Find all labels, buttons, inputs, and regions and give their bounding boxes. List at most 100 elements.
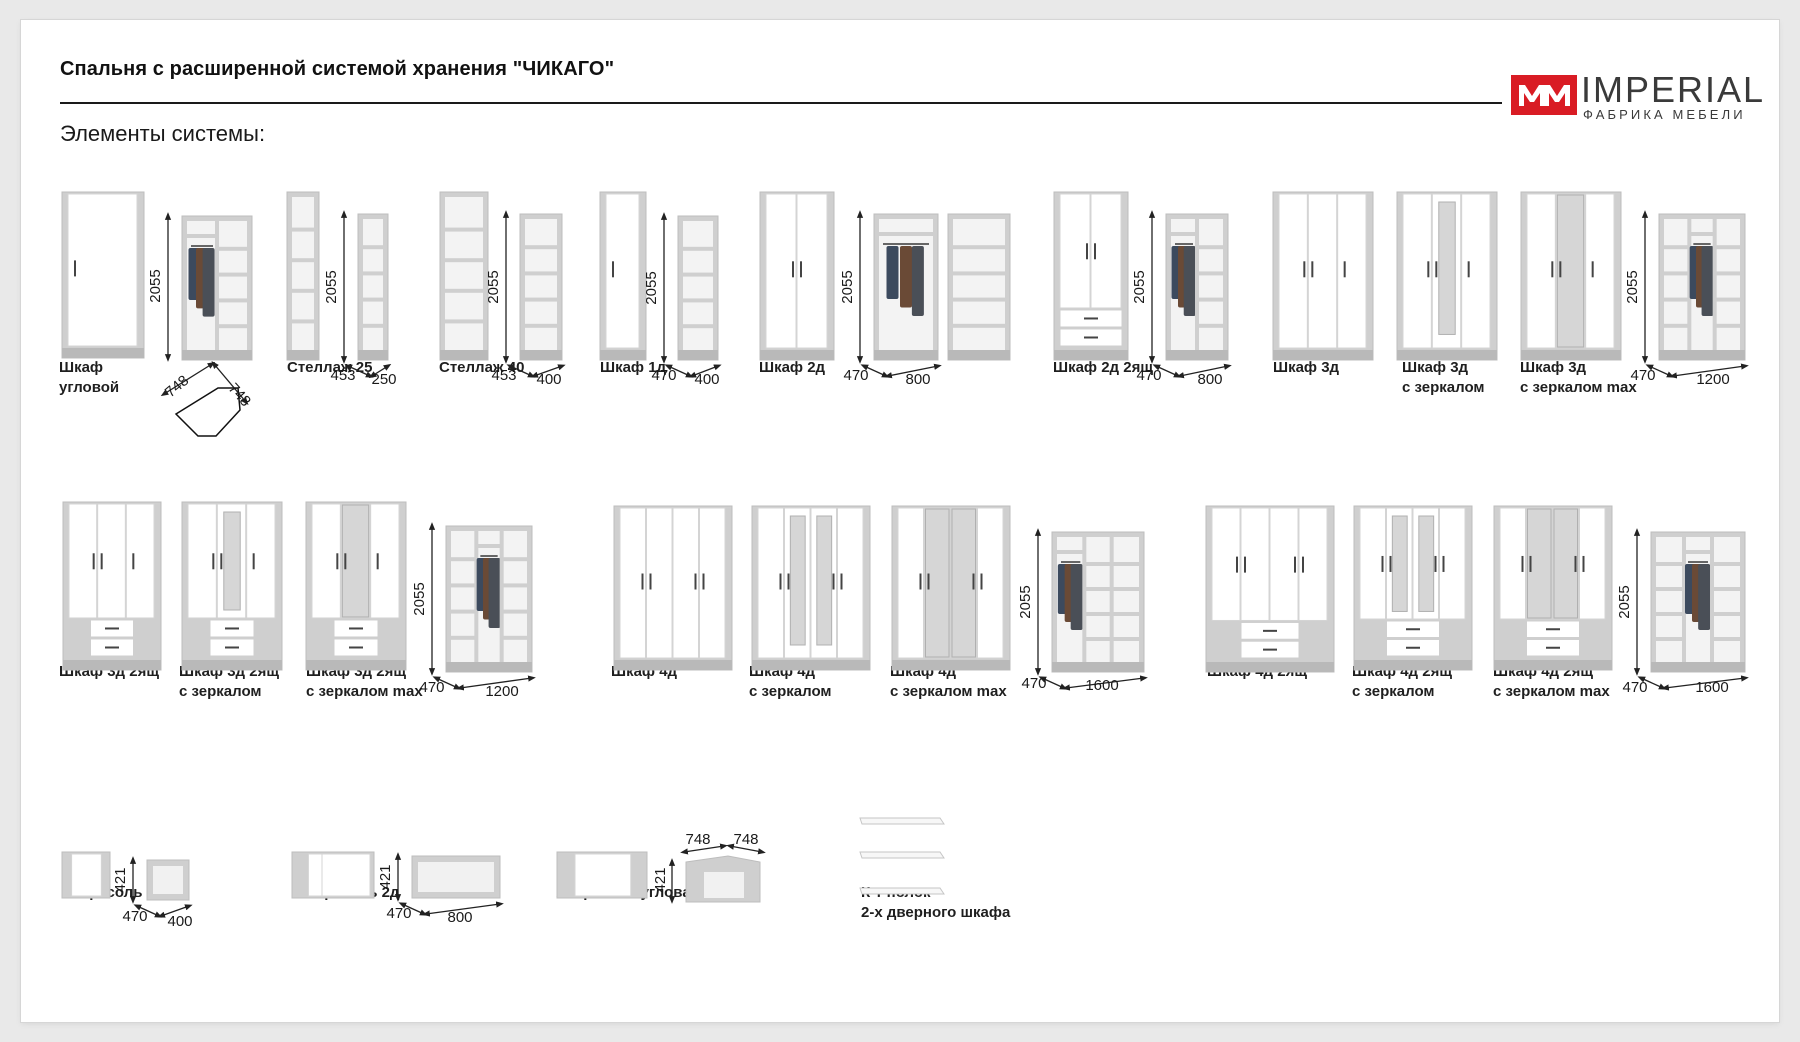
width-dimension-line — [1176, 363, 1232, 379]
plinth — [63, 660, 161, 670]
wardrobe-4d-2drawers-mirror-max-front — [1493, 505, 1613, 671]
shelf — [363, 245, 383, 250]
width-dimension-line — [157, 904, 193, 918]
door-panel — [897, 507, 924, 659]
mirror-glass — [1527, 508, 1552, 619]
drawer-handle — [105, 627, 119, 630]
mirror-glass — [223, 511, 241, 611]
width-dimension-line — [422, 901, 504, 917]
door-handle — [1574, 555, 1577, 572]
wardrobe-2d-front — [759, 191, 835, 361]
shelf-40-front — [439, 191, 489, 361]
corner-wardrobe-interior — [181, 215, 253, 361]
wardrobe-3d-interior — [1658, 213, 1746, 361]
plinth — [600, 350, 646, 360]
door-panel — [67, 193, 138, 347]
depth-dimension-label: 470 — [651, 367, 676, 384]
door-handle — [779, 573, 782, 590]
depth-dimension-line — [506, 364, 536, 378]
door-panel — [1359, 507, 1386, 620]
shelf — [1712, 587, 1740, 591]
interior-back — [525, 219, 557, 350]
door-handle — [612, 261, 614, 278]
door-panel — [1211, 507, 1241, 621]
depth-dimension-label: 470 — [1622, 679, 1647, 696]
plinth — [1521, 350, 1621, 360]
height-dimension-label: 2055 — [323, 270, 340, 303]
width-dimension-label: 1600 — [1695, 679, 1728, 696]
door-handle — [1311, 261, 1314, 278]
mirror-glass — [341, 504, 370, 618]
door-handle — [74, 260, 76, 277]
door-panel — [1585, 193, 1615, 349]
plinth — [182, 350, 252, 360]
door-panel — [672, 507, 699, 659]
shelf — [953, 297, 1005, 302]
shelf-40-side — [519, 213, 563, 361]
shelf — [1197, 323, 1223, 328]
divider — [1082, 537, 1087, 662]
shelf — [1664, 245, 1690, 250]
shelf — [1197, 271, 1223, 276]
shelf — [1084, 587, 1112, 591]
caption-wardrobe-3d: Шкаф 3д — [1273, 359, 1340, 376]
drawer-handle — [1084, 336, 1098, 339]
door-panel — [246, 503, 276, 619]
divider — [1712, 219, 1717, 350]
height-dimension-label: 421 — [652, 867, 669, 892]
corner-wardrobe-front — [61, 191, 145, 359]
door-panel — [1059, 193, 1091, 309]
divider — [499, 531, 504, 662]
mezzanine-1d-open — [146, 859, 190, 901]
door-panel — [1499, 507, 1526, 620]
plinth — [678, 350, 718, 360]
top-shelf — [1684, 550, 1712, 554]
shelf — [292, 288, 314, 293]
door-panel — [1526, 193, 1556, 349]
shelf — [1197, 245, 1223, 250]
wardrobe-3d-front — [1272, 191, 1374, 361]
drawer-handle — [105, 646, 119, 649]
shelf — [1714, 297, 1740, 302]
depth-dimension-line — [1038, 676, 1068, 690]
width-dimension-label: 400 — [167, 913, 192, 930]
width-dimension-line — [688, 364, 722, 378]
door-handle — [1389, 555, 1392, 572]
plan-dimension-label: 748 — [162, 372, 192, 401]
door-panel — [765, 193, 797, 349]
caption-wardrobe-3d-mirror: Шкаф 3д с зеркалом — [1402, 359, 1485, 396]
door-panel — [1402, 193, 1432, 349]
door-handle — [972, 573, 975, 590]
shelf — [683, 272, 713, 277]
shelf — [363, 297, 383, 302]
door-handle — [1467, 261, 1470, 278]
height-dimension-label: 2055 — [1017, 585, 1034, 618]
shelf — [1084, 637, 1112, 641]
door-panel — [1298, 507, 1328, 621]
shelf — [683, 246, 713, 251]
drawer-handle — [1406, 646, 1420, 649]
door-handle — [92, 553, 95, 570]
plinth — [752, 660, 870, 670]
plinth — [1659, 350, 1745, 360]
width-dimension-label: 800 — [447, 909, 472, 926]
shelf — [525, 271, 557, 276]
door-handle — [336, 553, 339, 570]
plinth — [306, 660, 406, 670]
shelf — [1111, 587, 1139, 591]
loose-shelf — [859, 887, 945, 895]
wardrobe-4d-front — [613, 505, 733, 671]
shelf — [1712, 562, 1740, 566]
drawer-handle — [1263, 629, 1277, 632]
door-handle — [832, 573, 835, 590]
drawer-handle — [349, 627, 363, 630]
shelf — [1656, 612, 1684, 616]
width-dimension-line — [1661, 675, 1749, 691]
mezzanine-opening — [153, 866, 183, 894]
width-dimension-label: 800 — [905, 371, 930, 388]
